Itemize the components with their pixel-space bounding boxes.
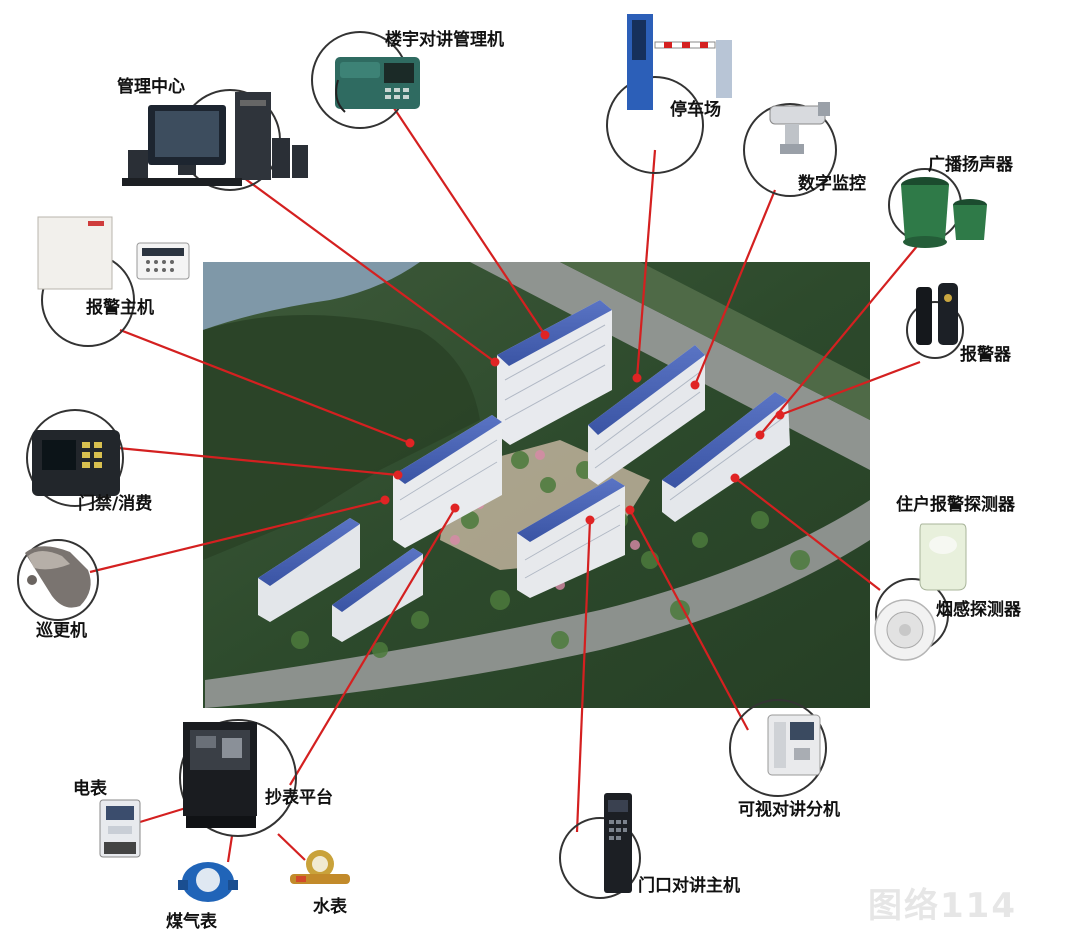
aerial-view (203, 262, 870, 708)
access-terminal-icon (32, 430, 120, 496)
endpoint-resident-alarm-detector (730, 473, 740, 483)
connector-electric-meter (139, 806, 187, 824)
label-meter-platform: 抄表平台 (265, 788, 333, 808)
endpoint-patrol-device (380, 495, 390, 505)
label-parking: 停车场 (670, 100, 721, 120)
connector-digital-monitoring (693, 189, 777, 386)
endpoint-video-intercom-unit (625, 505, 635, 515)
intercom-console-icon (335, 57, 420, 113)
connector-video-intercom-unit (629, 509, 749, 731)
label-alarm: 报警器 (960, 345, 1011, 365)
circle-patrol-device (17, 539, 99, 621)
endpoint-alarm (775, 410, 785, 420)
control-cabinet-icon (183, 722, 257, 828)
connector-meter-platform (289, 507, 456, 786)
circle-access-control (26, 409, 124, 507)
label-resident-alarm-detector: 住户报警探测器 (896, 495, 1015, 515)
circle-video-intercom-unit (729, 699, 827, 797)
motion-detector-icon (919, 523, 967, 591)
label-access-control: 门禁/消费 (78, 494, 153, 514)
endpoint-management-center (490, 357, 500, 367)
electric-meter-icon (99, 799, 141, 858)
endpoint-meter-platform (450, 503, 460, 513)
gas-meter-icon (178, 862, 238, 902)
label-electric-meter: 电表 (73, 779, 107, 799)
label-alarm-host: 报警主机 (86, 298, 154, 318)
connector-alarm (779, 360, 921, 417)
label-broadcast-speaker: 广播扬声器 (928, 155, 1013, 175)
smoke-detector-icon (874, 599, 936, 661)
endpoint-door-intercom-host (585, 515, 595, 525)
label-gas-meter: 煤气表 (166, 912, 217, 932)
label-video-intercom-unit: 可视对讲分机 (738, 800, 840, 820)
endpoint-parking (632, 373, 642, 383)
parking-gate-icon (627, 14, 732, 110)
connector-broadcast-speaker (759, 244, 919, 436)
residential-buildings (258, 300, 790, 642)
connector-door-intercom-host (575, 519, 592, 833)
circle-alarm (906, 301, 964, 359)
circle-meter-platform (179, 719, 297, 837)
label-digital-monitoring: 数字监控 (798, 174, 866, 194)
device-icons (25, 14, 987, 902)
connector-gas-meter (226, 835, 234, 863)
label-door-intercom-host: 门口对讲主机 (638, 876, 740, 896)
patrol-wand-icon (25, 546, 91, 608)
circle-digital-monitoring (743, 103, 837, 197)
endpoint-building-intercom-manager (540, 330, 550, 340)
connector-patrol-device (89, 498, 386, 574)
label-management-center: 管理中心 (117, 77, 185, 97)
endpoint-access-control (393, 470, 403, 480)
endpoint-digital-monitoring (690, 380, 700, 390)
connector-alarm-host (119, 328, 411, 445)
label-building-intercom-manager: 楼宇对讲管理机 (385, 30, 504, 50)
video-intercom-icon (767, 714, 821, 776)
connector-lines (89, 74, 921, 863)
beam-detector-icon (916, 283, 958, 345)
computer-icon (122, 92, 308, 186)
connector-building-intercom-manager (371, 74, 546, 336)
security-camera-icon (769, 102, 830, 154)
endpoint-broadcast-speaker (755, 430, 765, 440)
connector-endpoints (380, 330, 785, 525)
label-patrol-device: 巡更机 (36, 621, 87, 641)
circle-door-intercom-host (559, 817, 641, 899)
watermark: 图络114 (868, 886, 1017, 926)
label-smoke-detector: 烟感探测器 (936, 600, 1021, 620)
connector-parking (635, 149, 657, 379)
label-water-meter: 水表 (313, 897, 347, 917)
endpoint-alarm-host (405, 438, 415, 448)
connector-resident-alarm-detector (734, 477, 881, 591)
connector-management-center (239, 174, 496, 363)
connector-water-meter (277, 833, 306, 861)
circle-parking (606, 76, 704, 174)
speaker-icon (901, 177, 987, 248)
door-intercom-icon (604, 793, 632, 893)
alarm-panel-icon (37, 216, 190, 290)
connector-access-control (117, 446, 399, 477)
device-circles (17, 31, 964, 899)
water-meter-icon (290, 850, 350, 884)
